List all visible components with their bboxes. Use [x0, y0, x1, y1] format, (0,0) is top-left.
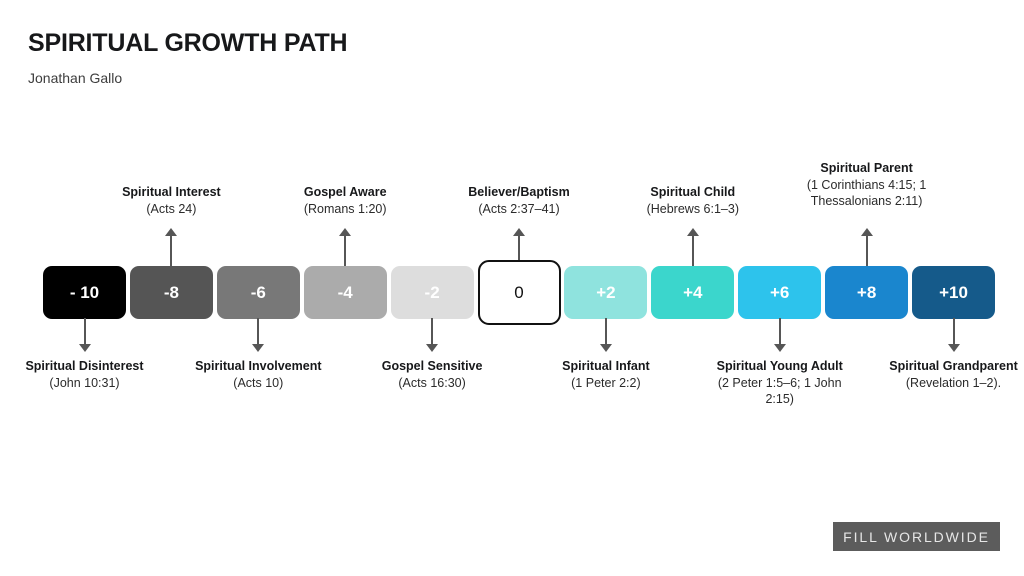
stage-label-below-1: Spiritual Involvement (Acts 10): [178, 358, 338, 391]
stage-scripture-ref: (1 Corinthians 4:15; 1 Thessalonians 2:1…: [806, 177, 927, 209]
arrow-down-to-+2: [599, 318, 613, 352]
stage-name: Spiritual Involvement: [195, 359, 322, 373]
stage-name: Spiritual Young Adult: [716, 359, 843, 373]
stage-name: Gospel Aware: [303, 185, 387, 199]
stage-scripture-ref: (Acts 16:30): [398, 375, 466, 390]
arrow-up-to-+8: [860, 228, 874, 266]
scale-box-10[interactable]: +10: [912, 266, 995, 319]
arrow-up-to--4: [338, 228, 352, 266]
stage-name: Spiritual Infant: [562, 359, 650, 373]
scale-box-6[interactable]: +6: [738, 266, 822, 319]
stage-scripture-ref: (Acts 24): [146, 201, 197, 216]
scale-box-value: +2: [596, 282, 616, 302]
arrow-down-to-+6: [773, 318, 787, 352]
stage-label-below-3: Spiritual Infant (1 Peter 2:2): [526, 358, 686, 391]
stage-label-above-4: Spiritual Parent (1 Corinthians 4:15; 1 T…: [782, 160, 952, 210]
stage-scripture-ref: (Hebrews 6:1–3): [646, 201, 739, 216]
stage-label-below-5: Spiritual Grandparent (Revelation 1–2).: [874, 358, 1024, 391]
scale-box-value: +10: [939, 282, 968, 302]
stage-label-above-0: Spiritual Interest (Acts 24): [96, 184, 246, 217]
stage-name: Spiritual Interest: [122, 185, 221, 199]
scale-strip: - 10 -8 -6 -4 -2 0 +2 +4 +6 +8 +10: [43, 260, 995, 325]
scale-box-value: +4: [683, 282, 703, 302]
scale-box-value: - 10: [69, 282, 100, 302]
arrow-down-to--10: [78, 318, 92, 352]
page-title: SPIRITUAL GROWTH PATH: [28, 29, 348, 57]
stage-name: Spiritual Grandparent: [889, 359, 1018, 373]
stage-name: Spiritual Child: [650, 185, 736, 199]
scale-box-minus6[interactable]: -6: [216, 266, 300, 319]
scale-box-value: 0: [514, 282, 524, 302]
stage-scripture-ref: (Acts 2:37–41): [478, 201, 560, 216]
stage-name: Spiritual Parent: [820, 161, 913, 175]
scale-box-value: -8: [163, 282, 179, 302]
scale-box-value: +8: [856, 282, 877, 302]
stage-name: Gospel Sensitive: [381, 359, 483, 373]
arrow-down-to--6: [251, 318, 265, 352]
arrow-down-to-+10: [947, 318, 961, 352]
scale-box-2[interactable]: +2: [564, 266, 648, 319]
scale-box-minus4[interactable]: -4: [303, 266, 387, 319]
stage-label-below-0: Spiritual Disinterest (John 10:31): [5, 358, 165, 391]
stage-label-above-1: Gospel Aware (Romans 1:20): [270, 184, 420, 217]
scale-box-minus2[interactable]: -2: [390, 266, 474, 319]
watermark-badge: FILL WORLDWIDE: [833, 522, 1000, 551]
stage-label-above-2: Believer/Baptism (Acts 2:37–41): [444, 184, 594, 217]
scale-box-minus10[interactable]: - 10: [43, 266, 126, 319]
watermark-label: FILL WORLDWIDE: [843, 528, 990, 545]
arrow-up-to-0: [512, 228, 526, 266]
scale-box-value: +6: [769, 282, 790, 302]
scale-box-minus8[interactable]: -8: [129, 266, 213, 319]
stage-scripture-ref: (Revelation 1–2).: [905, 375, 1002, 390]
stage-scripture-ref: (Romans 1:20): [303, 201, 387, 216]
scale-box-4[interactable]: +4: [651, 266, 735, 319]
stage-label-above-3: Spiritual Child (Hebrews 6:1–3): [618, 184, 768, 217]
stage-label-below-2: Gospel Sensitive (Acts 16:30): [352, 358, 512, 391]
stage-scripture-ref: (Acts 10): [233, 375, 284, 390]
arrow-up-to-+4: [686, 228, 700, 266]
scale-box-8[interactable]: +8: [825, 266, 909, 319]
stage-scripture-ref: (1 Peter 2:2): [571, 375, 641, 390]
author-name: Jonathan Gallo: [28, 70, 123, 86]
stage-name: Spiritual Disinterest: [25, 359, 144, 373]
stage-label-below-4: Spiritual Young Adult (2 Peter 1:5–6; 1 J…: [707, 358, 852, 408]
scale-box-value: -2: [424, 282, 440, 302]
stage-name: Believer/Baptism: [468, 185, 570, 199]
arrow-up-to--8: [164, 228, 178, 266]
scale-box-value: -6: [250, 282, 266, 302]
scale-box-value: -4: [337, 282, 353, 302]
stage-scripture-ref: (2 Peter 1:5–6; 1 John 2:15): [717, 375, 842, 407]
arrow-down-to--2: [425, 318, 439, 352]
scale-box-0[interactable]: 0: [477, 260, 561, 325]
stage-scripture-ref: (John 10:31): [49, 375, 120, 390]
